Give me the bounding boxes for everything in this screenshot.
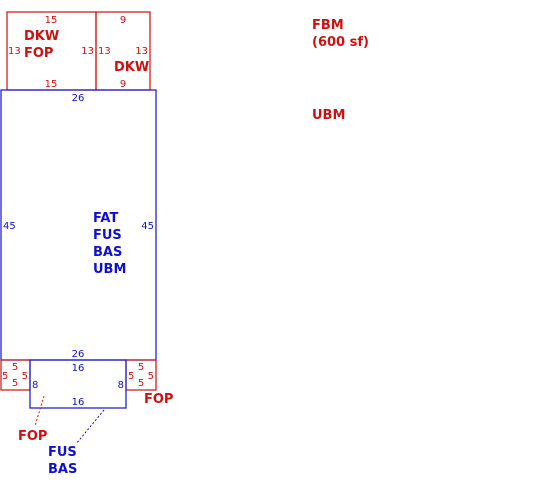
callout-fus-bas-leader <box>75 409 105 445</box>
deck-left-code-1: DKW <box>24 29 59 44</box>
main-dim-bottom: 26 <box>72 349 85 360</box>
porch-left-dim-left: 5 <box>2 371 8 382</box>
bump-out-dim-bottom: 16 <box>72 397 85 408</box>
deck-right-dim-top: 9 <box>120 15 126 26</box>
bump-out-dim-right: 8 <box>118 380 124 391</box>
main-code-1: FAT <box>93 211 118 226</box>
main-dim-top: 26 <box>72 93 85 104</box>
deck-left-code-2: FOP <box>24 46 53 61</box>
callout-fop-leader <box>34 395 45 427</box>
main-dim-right: 45 <box>141 221 154 232</box>
porch-left-dim-right: 5 <box>22 371 28 382</box>
deck-right-dim-right: 13 <box>135 46 148 57</box>
porch-right-code: FOP <box>144 392 173 407</box>
porch-right-dim-top: 5 <box>138 362 144 373</box>
deck-left-dim-left: 13 <box>8 46 21 57</box>
deck-right-dim-left: 13 <box>98 46 111 57</box>
bump-out-dim-top: 16 <box>72 363 85 374</box>
legend-fbm-code: FBM <box>312 18 344 33</box>
main-code-3: BAS <box>93 245 122 260</box>
main-dim-left: 45 <box>3 221 16 232</box>
deck-right-code-1: DKW <box>114 60 149 75</box>
bump-out-dim-left: 8 <box>32 380 38 391</box>
main-code-4: UBM <box>93 262 126 277</box>
porch-left-dim-top: 5 <box>12 362 18 373</box>
deck-right-dim-bottom: 9 <box>120 79 126 90</box>
porch-right-dim-left: 5 <box>128 371 134 382</box>
callout-fus-bas-code-2: BAS <box>48 462 77 477</box>
main-outline <box>0 89 157 361</box>
porch-right-dim-bottom: 5 <box>138 378 144 389</box>
deck-left-dim-right: 13 <box>81 46 94 57</box>
bump-out-outline <box>29 359 127 409</box>
legend-ubm-code: UBM <box>312 108 345 123</box>
deck-left-dim-top: 15 <box>45 15 58 26</box>
porch-right-dim-right: 5 <box>148 371 154 382</box>
legend-fbm-area: (600 sf) <box>312 35 369 50</box>
porch-left-dim-bottom: 5 <box>12 378 18 389</box>
callout-fop-code: FOP <box>18 429 47 444</box>
main-code-2: FUS <box>93 228 122 243</box>
deck-left-dim-bottom: 15 <box>45 79 58 90</box>
callout-fus-bas-code-1: FUS <box>48 445 77 460</box>
